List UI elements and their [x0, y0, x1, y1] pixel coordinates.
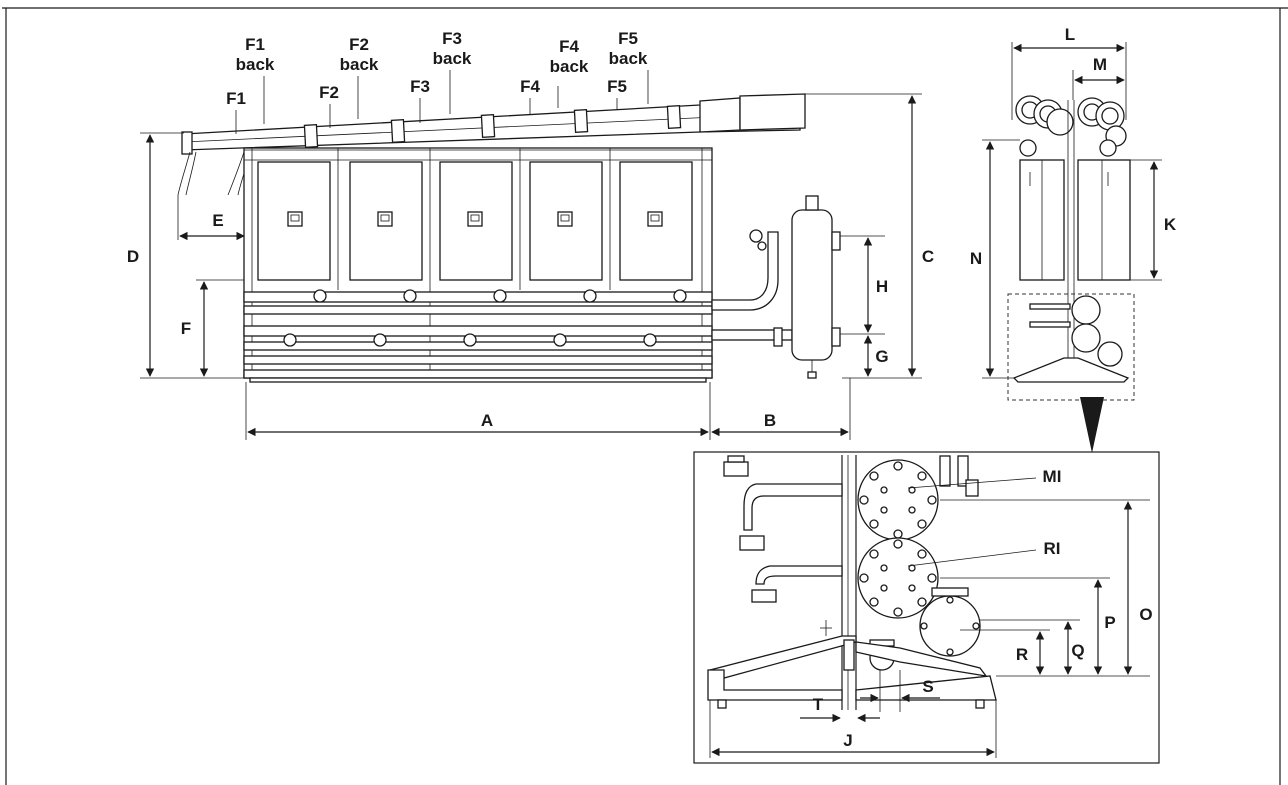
flue-pipe [181, 93, 806, 155]
side-view [1007, 95, 1135, 453]
detail-labels: MI RI [907, 467, 1062, 567]
label-f4-back: F4 [559, 37, 579, 56]
condensate-drain-1 [177, 151, 191, 196]
label-f2-back: F2 [349, 35, 369, 54]
dim-b-label: B [764, 411, 776, 430]
detail-callout-box [1007, 293, 1135, 401]
front-dimensions: D E F A B C H G [127, 93, 934, 440]
manifold-piping [243, 231, 793, 383]
label-f5-back-suffix: back [609, 49, 648, 68]
label-f1-back-suffix: back [236, 55, 275, 74]
dim-f-label: F [181, 319, 191, 338]
label-f5-back: F5 [618, 29, 638, 48]
label-f5: F5 [607, 77, 627, 96]
dim-r-label: R [1016, 645, 1028, 664]
flue-labels: F1 back F1 F2 back F2 F3 back F3 F4back … [226, 29, 649, 134]
dim-l-label: L [1065, 25, 1075, 44]
side-dimensions: L M N K [970, 25, 1177, 379]
dim-t-label: T [813, 695, 824, 714]
label-f3: F3 [410, 77, 430, 96]
dim-q-label: Q [1071, 641, 1084, 660]
label-f4-back-suffix: back [550, 57, 589, 76]
dim-p-label: P [1104, 613, 1115, 632]
label-f3-back: F3 [442, 29, 462, 48]
label-mi: MI [1043, 467, 1062, 486]
boiler-units [257, 161, 693, 281]
label-f3-back-suffix: back [433, 49, 472, 68]
flange-mi [857, 459, 939, 541]
label-f2: F2 [319, 83, 339, 102]
dim-n-label: N [970, 249, 982, 268]
dim-h-label: H [876, 277, 888, 296]
condensate-drain-2 [227, 151, 245, 196]
dim-c-label: C [922, 247, 934, 266]
dim-m-label: M [1093, 55, 1107, 74]
detail-pointer-arrow [1080, 397, 1104, 453]
dim-a-label: A [481, 411, 493, 430]
detail-view [693, 451, 1160, 764]
detail-frame [693, 451, 1160, 764]
flange-ri [857, 537, 939, 619]
label-ri: RI [1044, 539, 1061, 558]
side-flue-coils [1015, 95, 1127, 157]
dim-e-label: E [212, 211, 223, 230]
detail-dimensions: O P Q R S T J [709, 501, 1153, 758]
dim-k-label: K [1164, 215, 1177, 234]
dim-o-label: O [1139, 605, 1152, 624]
flange-lower [919, 587, 981, 657]
front-view [177, 93, 841, 383]
dim-j-label: J [843, 731, 852, 750]
dim-s-label: S [922, 677, 933, 696]
label-f2-back-suffix: back [340, 55, 379, 74]
label-f4: F4 [520, 77, 540, 96]
label-f1: F1 [226, 89, 246, 108]
label-f1-back: F1 [245, 35, 265, 54]
hydraulic-separator [749, 195, 841, 379]
dim-g-label: G [875, 347, 888, 366]
dim-d-label: D [127, 247, 139, 266]
